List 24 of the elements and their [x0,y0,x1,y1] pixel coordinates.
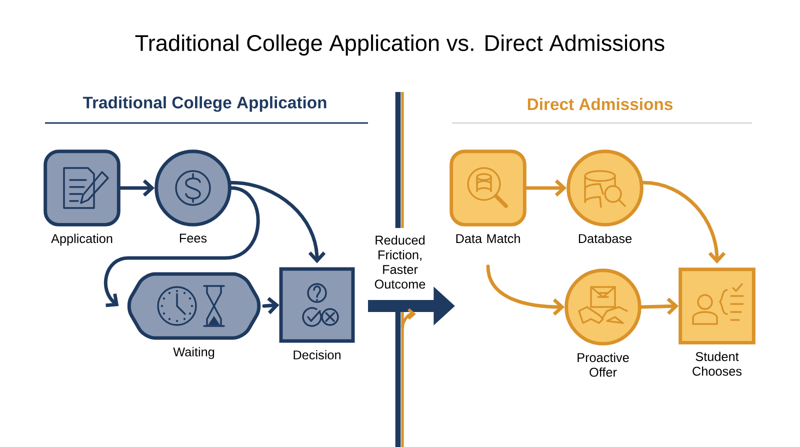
arrow [486,264,565,316]
arrow [524,179,567,197]
arrow-caption: Reduced Friction, Faster Outcome [374,235,426,289]
node-label: Student Chooses [692,352,742,376]
arrow [230,180,326,264]
section-heading: Direct Admissions [528,98,672,110]
step-hexagon: Waiting [127,272,261,359]
step-square: Decision [279,267,355,360]
title: Traditional College Application vs. Direct Admissions [135,34,664,56]
step-square: Student Chooses [678,268,756,376]
node-label: Decision [294,350,340,360]
arrow [104,186,260,308]
arrow [640,298,679,315]
node-label: Fees [180,234,207,243]
node-label: Database [578,234,632,244]
node-label: Proactive Offer [578,352,629,377]
node-label: Waiting [173,347,214,359]
node-label: Application [51,234,112,246]
step-box: Data Match [450,150,526,244]
step-box: Application [44,150,120,246]
arrow [118,179,155,197]
section-heading: Traditional College Application [82,96,326,112]
node-label: Data Match [456,234,520,244]
arrow [642,180,726,264]
